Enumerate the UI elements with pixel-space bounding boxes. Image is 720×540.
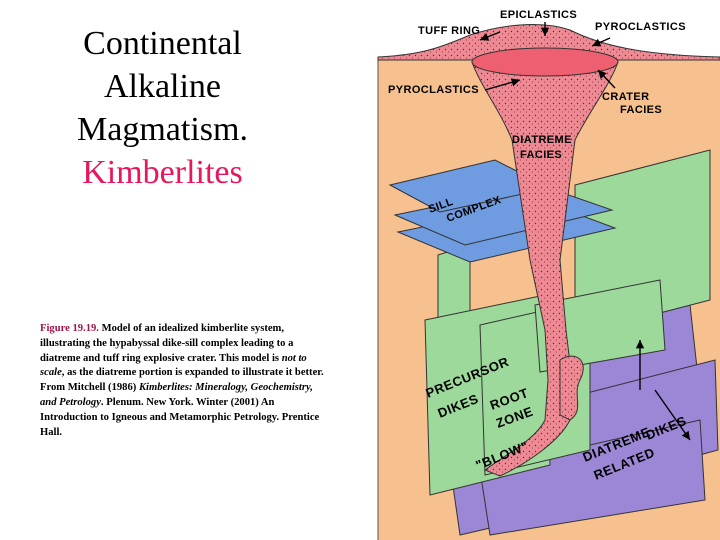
label-pyroclastics-top: PYROCLASTICS bbox=[595, 21, 686, 33]
caption-italic-2: Kimberlites: Mineralogy, Geochemistry, a… bbox=[40, 382, 313, 408]
title-line-1: Continental bbox=[83, 25, 242, 62]
root-zone-branch bbox=[559, 355, 584, 421]
label-crater-facies: FACIES bbox=[620, 104, 662, 116]
label-crater: CRATER bbox=[602, 91, 649, 103]
label-tuff-ring: TUFF RING bbox=[418, 25, 480, 37]
slide-subtitle: Kimberlites bbox=[82, 154, 243, 191]
label-pyroclastics-left: PYROCLASTICS bbox=[388, 84, 479, 96]
crater bbox=[471, 47, 619, 77]
caption-part-1: Model of an idealized kimberlite system,… bbox=[40, 323, 294, 364]
title-line-3: Magmatism. bbox=[77, 111, 248, 148]
label-diatreme-facies: FACIES bbox=[520, 149, 562, 161]
upper-green-dike bbox=[574, 149, 711, 336]
figure-label: Figure 19.19. bbox=[40, 323, 99, 334]
label-diatreme: DIATREME bbox=[512, 134, 572, 146]
slide-title: Continental Alkaline Magmatism. Kimberli… bbox=[20, 22, 305, 194]
label-epiclastics: EPICLASTICS bbox=[500, 9, 577, 21]
figure-caption: Figure 19.19. Model of an idealized kimb… bbox=[40, 322, 330, 440]
diatreme-pipe bbox=[471, 61, 619, 477]
caption-italic-1: not to scale bbox=[40, 352, 307, 379]
tuff-ring bbox=[377, 24, 720, 61]
caption-part-2: , as the diatreme portion is expanded to… bbox=[40, 367, 324, 394]
title-line-2: Alkaline bbox=[103, 68, 222, 105]
caption-part-3: . Plenum. New York. Winter (2001) An Int… bbox=[40, 396, 320, 438]
diatreme-related-dike-3 bbox=[479, 419, 706, 536]
